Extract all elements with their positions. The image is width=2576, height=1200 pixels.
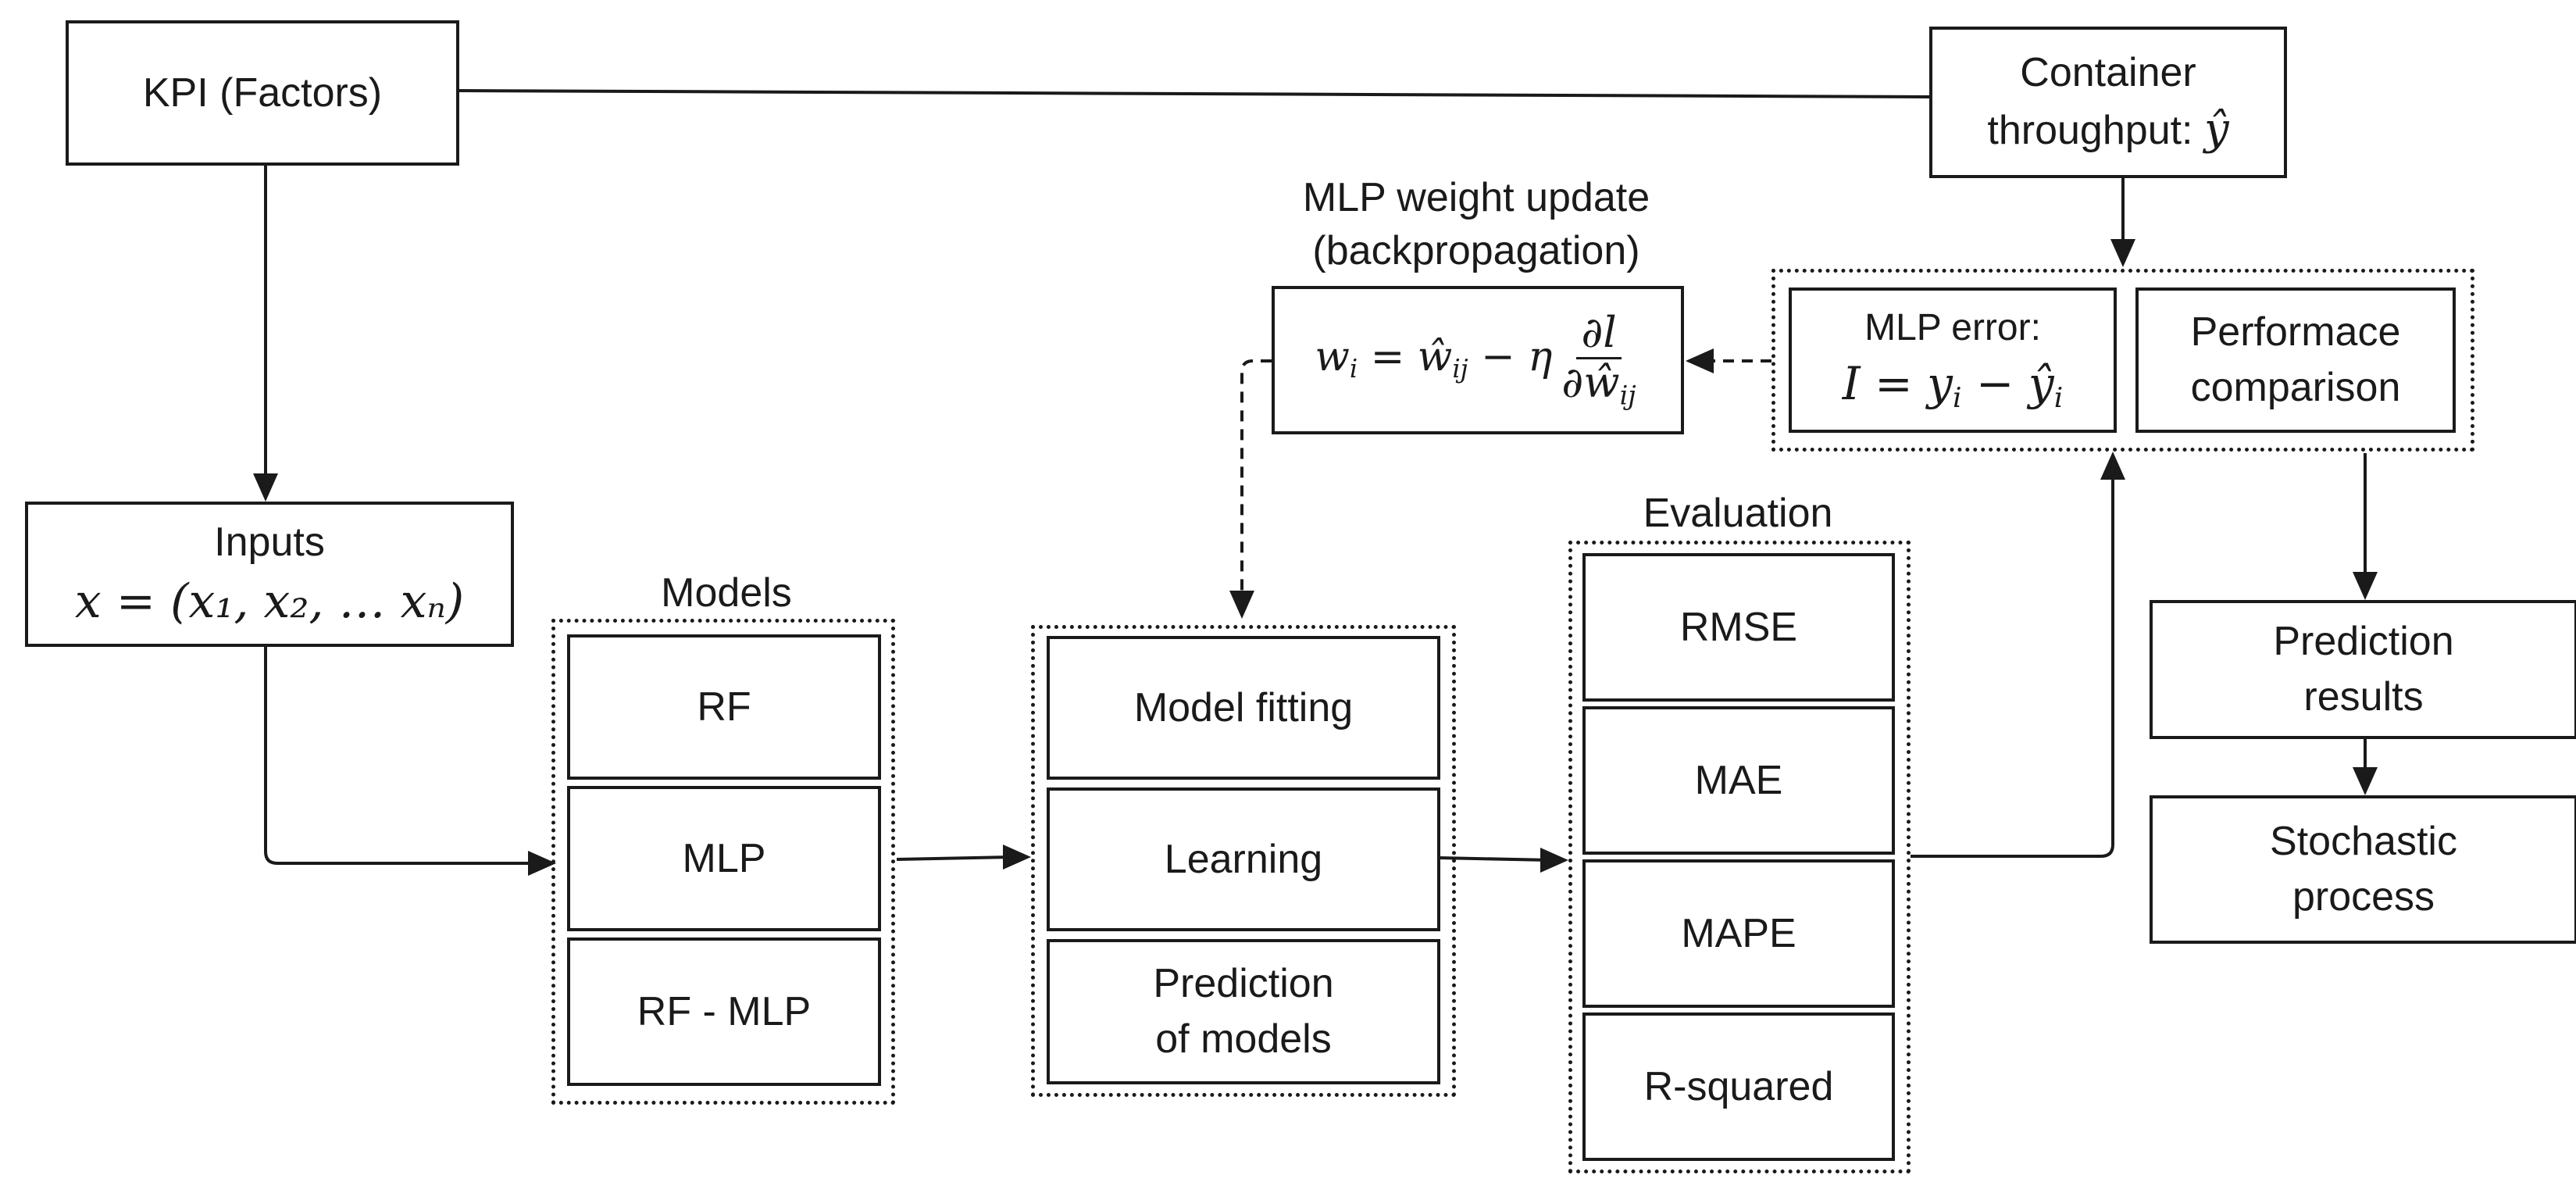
- evaluation-group: [1568, 541, 1911, 1173]
- mae-label: MAE: [1694, 757, 1783, 803]
- stochastic-line1: Stochastic: [2270, 819, 2457, 865]
- inputs-box: Inputs x = (x₁, x₂, … xₙ): [25, 502, 514, 647]
- models-group: [551, 619, 895, 1105]
- r-squared-label: R-squared: [1643, 1063, 1834, 1109]
- model-rf-mlp-box: RF - MLP: [567, 938, 881, 1086]
- stochastic-process-box: Stochastic process: [2150, 795, 2576, 944]
- prediction-results-line1: Prediction: [2273, 619, 2454, 665]
- mlp-error-box: MLP error: I = yi − ŷi: [1789, 288, 2117, 433]
- prediction-of-models-label: Prediction of models: [1153, 961, 1334, 1062]
- error-group: [1771, 269, 2474, 452]
- model-mlp-label: MLP: [682, 835, 766, 881]
- kpi-to-container-line: [455, 89, 1930, 98]
- evaluation-title: Evaluation: [1643, 491, 1833, 536]
- container-line2: throughput: ŷ: [1987, 104, 2229, 155]
- weight-update-box: wi = ŵij − η∂l∂ŵij: [1272, 286, 1684, 434]
- kpi-label: KPI (Factors): [142, 70, 383, 116]
- mlp-error-label: MLP error:: [1864, 306, 2041, 348]
- container-line1: Container: [2020, 49, 2196, 95]
- performance-line1: Performace: [2190, 309, 2401, 355]
- training-group: [1031, 625, 1456, 1097]
- model-rf-mlp-label: RF - MLP: [637, 988, 812, 1034]
- models-title: Models: [661, 570, 792, 616]
- weight-update-title-line2: (backpropagation): [1312, 227, 1640, 273]
- learning-label: Learning: [1164, 836, 1323, 882]
- mae-box: MAE: [1582, 706, 1895, 855]
- rmse-box: RMSE: [1582, 553, 1895, 702]
- kpi-box: KPI (Factors): [66, 20, 459, 166]
- weight-update-to-training-arrow: [1240, 359, 1272, 602]
- inputs-title: Inputs: [214, 519, 325, 565]
- mape-box: MAPE: [1582, 859, 1895, 1008]
- prediction-of-models-box: Prediction of models: [1047, 939, 1440, 1084]
- mape-label: MAPE: [1681, 910, 1796, 956]
- training-to-evaluation-arrow: [1438, 856, 1552, 862]
- model-fitting-label: Model fitting: [1133, 684, 1354, 730]
- container-symbol: ŷ: [2203, 104, 2229, 155]
- inputs-to-models-arrow: [264, 645, 539, 865]
- model-rf-box: RF: [567, 634, 881, 780]
- weight-update-title-line1: MLP weight update: [1302, 175, 1650, 220]
- mlp-error-formula: I = yi − ŷi: [1842, 357, 2064, 415]
- weight-update-formula: wi = ŵij − η∂l∂ŵij: [1315, 308, 1636, 411]
- performance-comparison-box: Performace comparison: [2135, 288, 2456, 433]
- weight-update-title: MLP weight update (backpropagation): [1218, 172, 1734, 277]
- models-to-training-arrow: [896, 855, 1015, 861]
- model-fitting-box: Model fitting: [1047, 636, 1440, 780]
- learning-box: Learning: [1047, 788, 1440, 931]
- r-squared-box: R-squared: [1582, 1012, 1895, 1161]
- prediction-results-line2: results: [2303, 674, 2424, 720]
- inputs-formula: x = (x₁, x₂, … xₙ): [74, 573, 465, 629]
- container-throughput-box: Container throughput: ŷ: [1929, 27, 2287, 178]
- performance-line2: comparison: [2190, 365, 2401, 410]
- model-mlp-box: MLP: [567, 786, 881, 931]
- rmse-label: RMSE: [1679, 604, 1798, 650]
- prediction-results-box: Prediction results: [2150, 600, 2576, 739]
- evaluation-to-error-arrow: [1911, 469, 2114, 858]
- stochastic-line2: process: [2292, 874, 2435, 920]
- model-rf-label: RF: [697, 684, 751, 730]
